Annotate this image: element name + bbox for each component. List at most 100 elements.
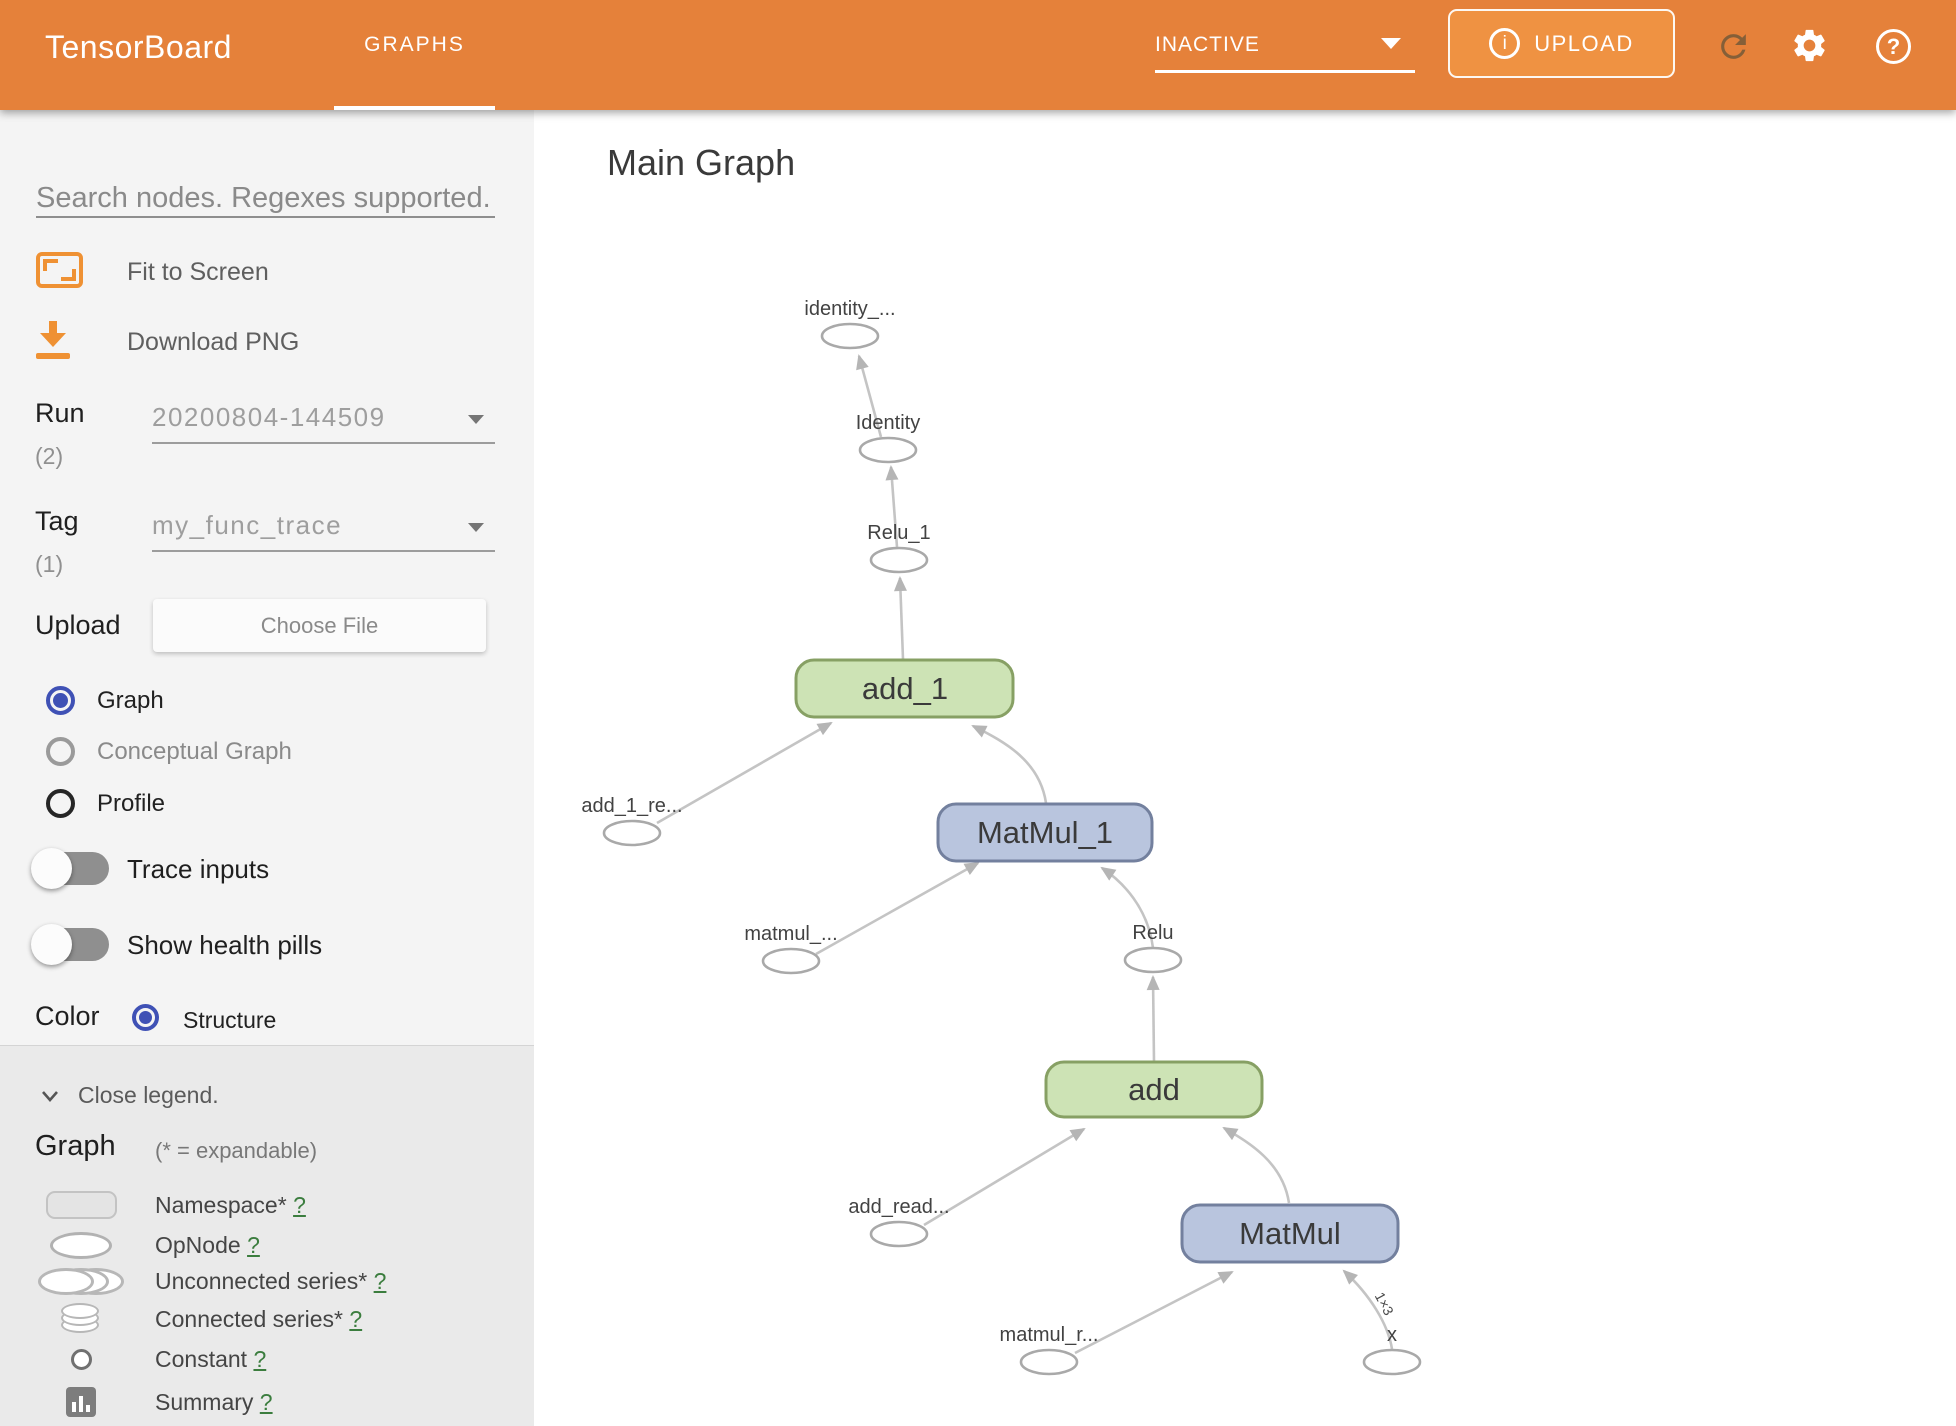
tag-select-underline <box>152 550 495 552</box>
chevron-down-icon <box>42 1090 58 1102</box>
help-link[interactable]: ? <box>247 1232 260 1258</box>
node-matmul-read[interactable]: matmul_... <box>744 923 838 975</box>
close-legend-button[interactable]: Close legend. <box>40 1082 219 1109</box>
help-icon[interactable]: ? <box>1876 29 1911 64</box>
download-png-icon[interactable] <box>36 320 70 362</box>
legend-heading: Graph <box>35 1130 116 1162</box>
node-add[interactable]: add <box>1044 1060 1264 1119</box>
run-label: Run <box>35 398 85 428</box>
tab-graphs[interactable]: GRAPHS <box>364 33 465 56</box>
node-identity-out[interactable]: identity_... <box>804 298 896 350</box>
refresh-icon[interactable] <box>1715 28 1752 70</box>
node-matmul[interactable]: MatMul <box>1180 1203 1400 1264</box>
legend-row-opnode: OpNode ? <box>0 1228 534 1262</box>
show-health-pills-toggle[interactable] <box>31 924 109 965</box>
help-link[interactable]: ? <box>259 1389 273 1415</box>
graph-svg: 1×3 identity_... Identity Relu_1 add_1 <box>581 298 1422 1376</box>
legend-expandable-note: (* = expandable) <box>155 1138 318 1163</box>
tag-select[interactable]: my_func_trace <box>152 510 343 540</box>
unconnected-series-icon <box>38 1267 124 1295</box>
choose-file-button[interactable]: Choose File <box>153 599 486 652</box>
tag-label: Tag <box>35 506 79 536</box>
node-add-1-read[interactable]: add_1_re... <box>581 795 683 847</box>
close-legend-label: Close legend. <box>78 1082 219 1108</box>
node-matmul-1[interactable]: MatMul_1 <box>936 802 1154 863</box>
svg-text:x: x <box>1387 1324 1397 1346</box>
svg-text:Relu: Relu <box>1132 922 1173 944</box>
svg-text:add_1: add_1 <box>862 671 948 706</box>
run-count: (2) <box>35 443 64 469</box>
run-select[interactable]: 20200804-144509 <box>152 402 386 432</box>
help-link[interactable]: ? <box>349 1306 363 1332</box>
run-select-underline <box>152 442 495 444</box>
page-title: Main Graph <box>607 142 796 183</box>
legend-row-summary: Summary ? <box>0 1385 534 1419</box>
node-identity[interactable]: Identity <box>856 412 920 464</box>
svg-text:Relu_1: Relu_1 <box>867 522 930 544</box>
upload-button[interactable]: i UPLOAD <box>1448 9 1675 78</box>
svg-text:add_1_re...: add_1_re... <box>581 795 682 817</box>
legend-row-constant: Constant ? <box>0 1342 534 1376</box>
fit-to-screen-label: Fit to Screen <box>127 257 269 286</box>
legend-label: Constant <box>155 1346 248 1372</box>
legend-row-namespace: Namespace* ? <box>0 1188 534 1222</box>
node-add-read[interactable]: add_read... <box>848 1196 950 1248</box>
tag-caret-icon[interactable] <box>468 523 484 532</box>
svg-text:identity_...: identity_... <box>804 298 895 320</box>
radio-graph-label[interactable]: Graph <box>97 687 164 714</box>
radio-color-structure-label[interactable]: Structure <box>183 1007 277 1033</box>
radio-graph[interactable] <box>46 686 75 715</box>
help-link[interactable]: ? <box>293 1192 306 1218</box>
run-caret-icon[interactable] <box>468 415 484 424</box>
graph-edges <box>656 354 1394 1355</box>
upload-button-label: UPLOAD <box>1534 30 1634 56</box>
radio-conceptual-graph-label[interactable]: Conceptual Graph <box>97 738 292 765</box>
legend-label: Namespace* <box>155 1192 287 1218</box>
help-link[interactable]: ? <box>373 1268 387 1294</box>
connected-series-icon <box>61 1303 101 1335</box>
dropdown-caret-icon[interactable] <box>1381 38 1401 49</box>
summary-icon <box>66 1387 96 1417</box>
node-add-1[interactable]: add_1 <box>794 658 1015 719</box>
help-link[interactable]: ? <box>253 1346 267 1372</box>
graph-canvas: Main Graph <box>534 110 1956 1426</box>
node-matmul-r-read[interactable]: matmul_r... <box>1000 1324 1099 1376</box>
opnode-icon <box>50 1231 112 1259</box>
legend-label: Unconnected series* <box>155 1268 368 1294</box>
download-png-label: Download PNG <box>127 327 300 356</box>
radio-profile[interactable] <box>46 789 75 818</box>
legend-label: OpNode <box>155 1232 241 1258</box>
trace-inputs-label: Trace inputs <box>127 854 270 884</box>
edge-shape-label: 1×3 <box>1372 1289 1397 1318</box>
search-placeholder: Search nodes. Regexes supported. <box>36 182 491 214</box>
trace-inputs-toggle[interactable] <box>31 848 109 889</box>
radio-conceptual-graph[interactable] <box>46 737 75 766</box>
constant-icon <box>70 1348 92 1370</box>
info-icon: i <box>1489 28 1521 59</box>
svg-text:add: add <box>1128 1072 1180 1107</box>
color-label: Color <box>35 1001 100 1031</box>
upload-label: Upload <box>35 610 121 640</box>
legend-row-unconnected-series: Unconnected series* ? <box>0 1264 534 1298</box>
namespace-icon <box>45 1191 117 1219</box>
node-relu-1[interactable]: Relu_1 <box>867 522 931 574</box>
radio-color-structure[interactable] <box>132 1004 159 1031</box>
download-png-button[interactable]: Download PNG <box>0 324 534 360</box>
status-dropdown[interactable]: INACTIVE <box>1155 33 1260 56</box>
node-x[interactable]: x <box>1362 1324 1422 1376</box>
radio-profile-label[interactable]: Profile <box>97 790 166 817</box>
graph-namespace-nodes: add_1 MatMul_1 add MatMul <box>794 658 1400 1264</box>
sidebar: Search nodes. Regexes supported. Fit to … <box>0 110 534 1426</box>
tab-active-indicator <box>334 106 495 110</box>
search-input[interactable]: Search nodes. Regexes supported. <box>36 180 495 218</box>
node-relu[interactable]: Relu <box>1123 922 1183 974</box>
legend-label: Connected series* <box>155 1306 343 1332</box>
header-toolbar: TensorBoard GRAPHS INACTIVE i UPLOAD ? <box>0 0 1956 110</box>
gear-icon[interactable] <box>1790 26 1829 70</box>
svg-text:add_read...: add_read... <box>848 1196 949 1218</box>
graph-op-nodes: identity_... Identity Relu_1 add_1_re...… <box>581 298 1422 1376</box>
fit-to-screen-icon[interactable] <box>36 252 83 288</box>
fit-to-screen-button[interactable]: Fit to Screen <box>0 254 534 290</box>
legend-panel: Close legend. Graph (* = expandable) Nam… <box>0 1045 534 1426</box>
